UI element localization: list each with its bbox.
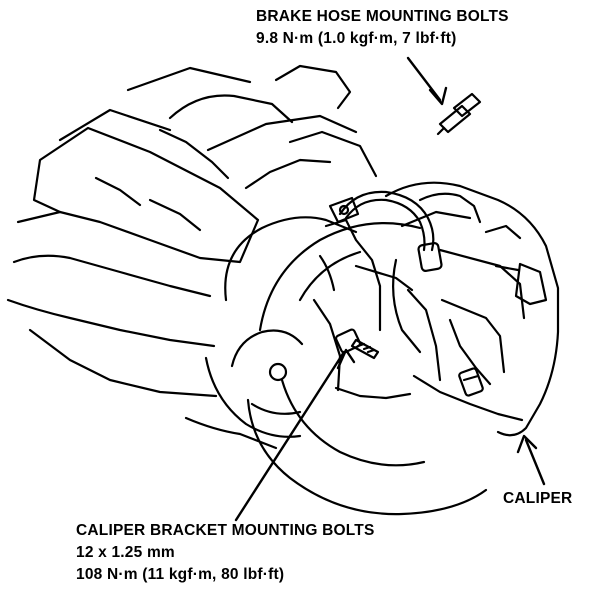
- caliper-title: CALIPER: [503, 490, 573, 507]
- brake-hose-bolts-callout: BRAKE HOSE MOUNTING BOLTS 9.8 N·m (1.0 k…: [256, 6, 509, 50]
- leader-lines: [234, 56, 546, 522]
- caliper-bracket-bolts-size: 12 x 1.25 mm: [76, 544, 175, 561]
- caliper-body: [384, 181, 560, 437]
- brake-hose: [328, 190, 443, 273]
- caliper-callout: CALIPER: [503, 488, 572, 510]
- strut-arm: [126, 64, 378, 190]
- caliper-bracket: [312, 218, 442, 400]
- suspension-arm: [6, 108, 260, 398]
- caliper-bracket-bolts-torque: 108 N·m (11 kgf·m, 80 lbf·ft): [76, 566, 285, 583]
- bracket-bolt-icon: [335, 328, 380, 360]
- brake-hose-bolts-torque: 9.8 N·m (1.0 kgf·m, 7 lbf·ft): [256, 30, 457, 47]
- caliper-bracket-bolts-callout: CALIPER BRACKET MOUNTING BOLTS 12 x 1.25…: [76, 520, 374, 586]
- lower-bracket-bolt-icon: [458, 367, 484, 397]
- steering-knuckle: [184, 216, 358, 450]
- brake-hose-bolts-title: BRAKE HOSE MOUNTING BOLTS: [256, 8, 509, 25]
- caliper-bracket-bolts-title: CALIPER BRACKET MOUNTING BOLTS: [76, 522, 375, 539]
- brake-disc: [246, 222, 488, 516]
- hose-bolt-icon: [436, 92, 482, 136]
